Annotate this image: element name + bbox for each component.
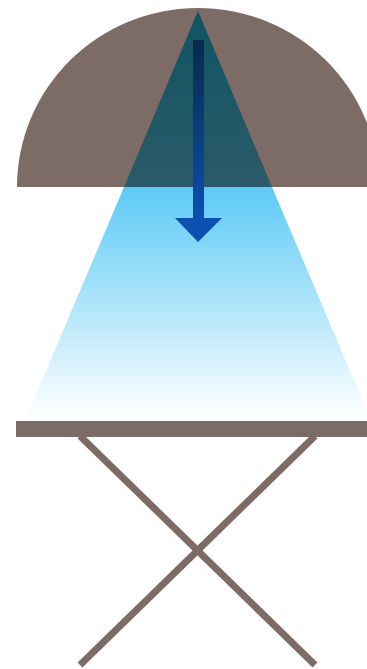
down-arrow-icon <box>175 218 222 242</box>
light-beam-icon <box>26 187 367 418</box>
table-leg-right <box>77 433 318 668</box>
table-top <box>16 421 367 437</box>
arrow-shaft <box>193 40 204 222</box>
